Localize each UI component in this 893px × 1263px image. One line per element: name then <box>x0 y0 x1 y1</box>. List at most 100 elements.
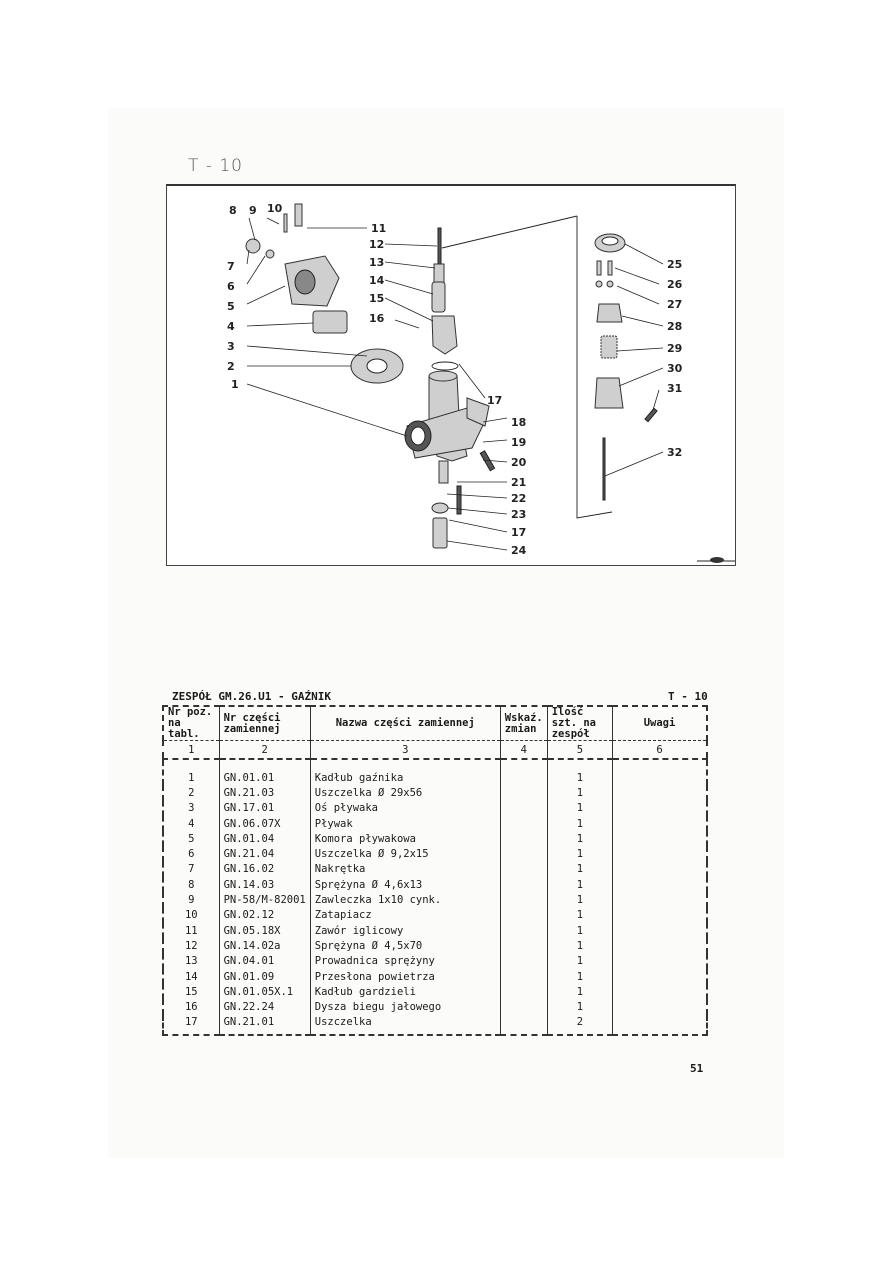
cell-pos: 1 <box>162 759 220 786</box>
cell-pos: 7 <box>162 861 220 878</box>
cell-qty: 1 <box>546 984 614 1000</box>
column-number: 4 <box>499 740 548 760</box>
cell-part-no: GN.01.04 <box>218 831 311 847</box>
cell-name: Kadłub gardzieli <box>309 984 501 1000</box>
callout: 29 <box>667 342 682 355</box>
callout-labels: 1 2 3 4 5 6 7 8 9 10 11 12 13 14 15 16 1… <box>227 202 683 557</box>
callout: 13 <box>369 256 384 269</box>
cell-changes <box>499 907 548 923</box>
cell-pos: 3 <box>162 800 220 816</box>
cell-name: Uszczelka Ø 29x56 <box>309 785 501 801</box>
cell-notes <box>612 800 708 816</box>
cell-notes <box>612 984 708 1000</box>
cell-changes <box>499 984 548 1000</box>
cell-notes <box>612 907 708 923</box>
cell-qty: 1 <box>546 800 614 816</box>
cell-pos: 12 <box>162 938 220 954</box>
cell-notes <box>612 938 708 954</box>
cell-pos: 17 <box>162 1014 220 1036</box>
cell-qty: 1 <box>546 831 614 847</box>
header-notes: Uwagi <box>612 706 708 741</box>
cell-changes <box>499 877 548 893</box>
callout: 22 <box>511 492 526 505</box>
header-pos: Nr poz. na tabl. <box>162 706 220 741</box>
callout: 30 <box>667 362 683 375</box>
cell-name: Oś pływaka <box>309 800 501 816</box>
carburetor-body <box>404 370 490 484</box>
cell-notes <box>612 968 708 985</box>
callout: 26 <box>667 278 683 291</box>
cell-part-no: GN.05.18X <box>218 922 311 939</box>
cell-notes <box>612 999 708 1015</box>
cell-part-no: GN.01.01 <box>218 759 311 786</box>
cell-qty: 1 <box>546 953 614 969</box>
callout: 17 <box>511 526 526 539</box>
callout: 14 <box>369 274 385 287</box>
cell-qty: 1 <box>546 938 614 954</box>
cell-part-no: GN.04.01 <box>218 953 311 969</box>
cell-changes <box>499 938 548 954</box>
cell-pos: 14 <box>162 968 220 985</box>
cell-part-no: GN.14.02a <box>218 938 311 954</box>
callout: 20 <box>511 456 527 469</box>
callout: 15 <box>369 292 384 305</box>
cell-part-no: GN.02.12 <box>218 907 311 923</box>
cell-qty: 1 <box>546 877 614 893</box>
cell-name: Zawór iglicowy <box>309 922 501 939</box>
cell-notes <box>612 922 708 939</box>
callout: 12 <box>369 238 384 251</box>
cell-changes <box>499 800 548 816</box>
cell-part-no: GN.22.24 <box>218 999 311 1015</box>
cell-changes <box>499 759 548 786</box>
cell-notes <box>612 831 708 847</box>
column-number: 1 <box>162 740 220 760</box>
cell-pos: 5 <box>162 831 220 847</box>
page-number: 51 <box>690 1062 704 1075</box>
publisher-mark-icon <box>697 557 735 563</box>
cell-pos: 10 <box>162 907 220 923</box>
cell-name: Sprężyna Ø 4,5x70 <box>309 938 501 954</box>
cell-part-no: GN.06.07X <box>218 815 311 832</box>
cell-name: Komora pływakowa <box>309 831 501 847</box>
callout: 23 <box>511 508 526 521</box>
figure-label: T - 10 <box>188 156 243 176</box>
exploded-view-drawing: 1 2 3 4 5 6 7 8 9 10 11 12 13 14 15 16 1… <box>227 202 735 563</box>
callout: 21 <box>511 476 526 489</box>
cell-changes <box>499 831 548 847</box>
cell-qty: 1 <box>546 892 614 908</box>
callout: 2 <box>227 360 235 373</box>
callout: 25 <box>667 258 682 271</box>
cell-qty: 1 <box>546 815 614 832</box>
cell-changes <box>499 892 548 908</box>
header-changes: Wskaź. zmian <box>499 706 548 741</box>
cell-qty: 1 <box>546 861 614 878</box>
cell-name: Pływak <box>309 815 501 832</box>
cell-name: Nakrętka <box>309 861 501 878</box>
callout: 27 <box>667 298 682 311</box>
column-number: 2 <box>218 740 311 760</box>
cell-pos: 4 <box>162 815 220 832</box>
cell-pos: 6 <box>162 846 220 862</box>
cell-notes <box>612 892 708 908</box>
cell-pos: 13 <box>162 953 220 969</box>
header-part-no: Nr części zamiennej <box>218 706 311 741</box>
callout: 4 <box>227 320 235 333</box>
cell-qty: 1 <box>546 846 614 862</box>
exploded-view-figure: 1 2 3 4 5 6 7 8 9 10 11 12 13 14 15 16 1… <box>166 184 736 566</box>
table-header-row: Nr poz. na tabl. Nr części zamiennej Naz… <box>162 706 708 741</box>
cell-changes <box>499 815 548 832</box>
cell-pos: 2 <box>162 785 220 801</box>
callout: 31 <box>667 382 682 395</box>
cell-changes <box>499 968 548 985</box>
column-number: 3 <box>309 740 501 760</box>
cell-pos: 16 <box>162 999 220 1015</box>
cell-notes <box>612 846 708 862</box>
